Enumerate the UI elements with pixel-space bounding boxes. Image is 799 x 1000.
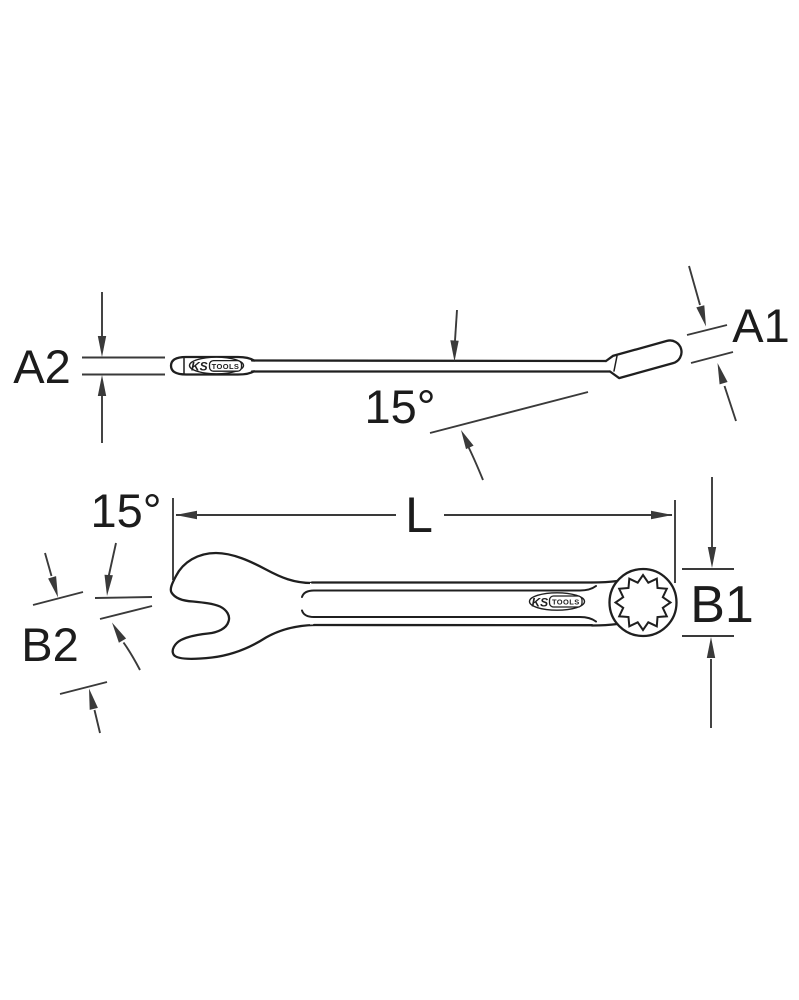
a2-arrowhead-up-icon bbox=[97, 375, 107, 396]
a1-extension-line-bottom bbox=[690, 351, 734, 364]
logo-tools-text: TOOLS bbox=[212, 362, 240, 371]
ring-socket-star bbox=[613, 573, 673, 632]
angle-15-plan: 15° bbox=[90, 484, 162, 671]
label-angle-plan: 15° bbox=[90, 484, 161, 537]
b1-arrowhead-down-icon bbox=[707, 547, 717, 568]
angle-15-side: 15° bbox=[364, 309, 589, 481]
angle-arrowhead-upleft-icon bbox=[461, 430, 474, 450]
angle-plan-reference-line-horizontal bbox=[94, 596, 153, 599]
b2-arrowhead-down-icon bbox=[48, 576, 58, 598]
ring-neck-top-flare bbox=[590, 579, 619, 584]
dimension-b1: B1 bbox=[682, 477, 754, 728]
dimension-b2: B2 bbox=[21, 552, 108, 734]
l-arrowhead-left-icon bbox=[175, 510, 197, 520]
b2-extension-line-top bbox=[32, 591, 84, 606]
angle-arrow-line-to-shaft bbox=[453, 309, 458, 343]
logo-tools-text: TOOLS bbox=[552, 598, 580, 607]
label-a2: A2 bbox=[13, 340, 71, 393]
dimension-a1: A1 bbox=[686, 265, 790, 422]
a1-extension-line-top bbox=[686, 324, 728, 336]
angle-plan-curved-arrow-tail bbox=[107, 542, 117, 578]
logo-tools-box bbox=[208, 359, 243, 372]
logo-ks-text: KS bbox=[191, 360, 208, 374]
a1-arrow-line-top bbox=[688, 265, 701, 306]
angle-curved-arrow-tail bbox=[466, 443, 484, 481]
ks-tools-logo-plan: KS TOOLS bbox=[528, 592, 586, 611]
wrench-plan-profile: KS TOOLS bbox=[169, 551, 678, 661]
b2-arrow-line-top bbox=[44, 552, 53, 577]
dimension-a2: A2 bbox=[13, 292, 165, 443]
angle-plan-curved-arrow-tail-2 bbox=[122, 641, 141, 671]
ring-head-profile bbox=[604, 339, 683, 380]
shaft-bevel-line-bottom bbox=[301, 609, 597, 623]
logo-tools-box bbox=[548, 595, 583, 608]
wrench-side-profile: KS TOOLS bbox=[169, 339, 683, 380]
shaft-top-edge bbox=[250, 359, 608, 363]
a1-arrowhead-up-icon bbox=[717, 363, 728, 385]
dimension-l: L bbox=[172, 487, 676, 583]
a1-arrow-line-bottom bbox=[723, 385, 737, 422]
label-l: L bbox=[405, 487, 433, 543]
plan-view: L KS TOOLS 15° bbox=[21, 477, 754, 734]
a2-arrowhead-down-icon bbox=[97, 336, 107, 357]
l-arrowhead-right-icon bbox=[651, 510, 673, 520]
label-b2: B2 bbox=[21, 618, 79, 671]
label-b1: B1 bbox=[690, 576, 754, 634]
ring-head-cap-line bbox=[613, 355, 618, 372]
ring-end-outer bbox=[608, 567, 678, 638]
label-a1: A1 bbox=[732, 299, 790, 352]
angle-plan-reference-line-tilted bbox=[99, 605, 153, 620]
angle-reference-line bbox=[429, 391, 589, 434]
label-angle-side: 15° bbox=[364, 380, 435, 433]
a1-arrowhead-down-icon bbox=[696, 305, 706, 327]
b2-arrow-line-bottom bbox=[93, 709, 101, 734]
open-end-head bbox=[169, 551, 316, 661]
angle-plan-arrowhead-down-icon bbox=[104, 574, 113, 596]
angle-arrowhead-down-icon bbox=[450, 340, 459, 362]
b1-arrowhead-up-icon bbox=[706, 637, 716, 658]
side-view: A2 KS TOOLS 15° bbox=[13, 265, 790, 481]
shaft-bevel-line-top bbox=[301, 585, 597, 598]
logo-ks-text: KS bbox=[532, 596, 549, 610]
ks-tools-logo-side: KS TOOLS bbox=[188, 356, 245, 375]
ring-neck-bottom-flare bbox=[590, 622, 619, 627]
b2-arrowhead-up-icon bbox=[89, 688, 98, 710]
b2-extension-line-bottom bbox=[59, 681, 108, 695]
angle-plan-arrowhead-upleft-icon bbox=[112, 622, 127, 643]
